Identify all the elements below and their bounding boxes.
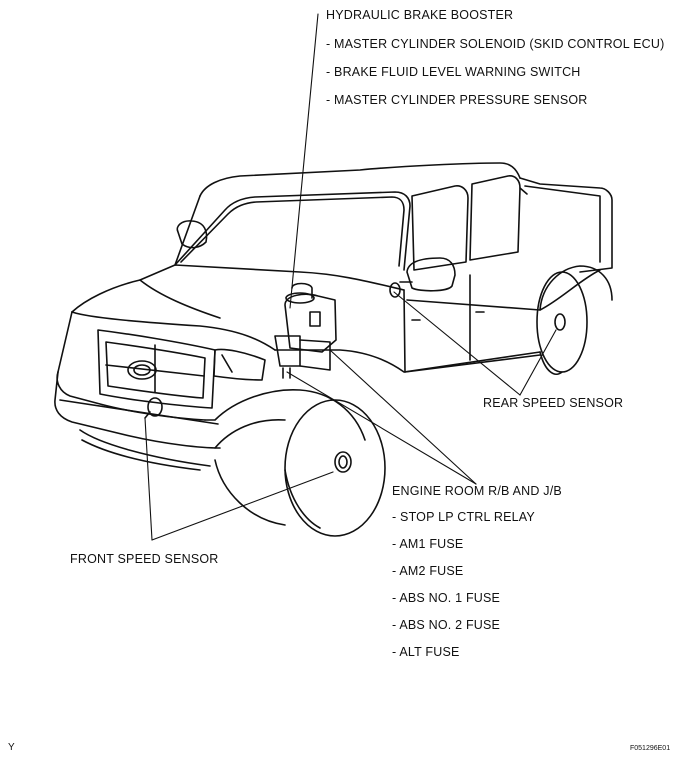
rear-speed-sensor-label: REAR SPEED SENSOR <box>483 396 624 410</box>
engine-room-item-am2: - AM2 FUSE <box>392 564 464 578</box>
engine-room-item-relay: - STOP LP CTRL RELAY <box>392 510 535 524</box>
front-speed-sensor-label: FRONT SPEED SENSOR <box>70 552 219 566</box>
booster-item-solenoid: - MASTER CYLINDER SOLENOID (SKID CONTROL… <box>326 37 665 51</box>
engine-room-item-am1: - AM1 FUSE <box>392 537 464 551</box>
corner-mark: Y <box>8 742 15 753</box>
figure-code: F051296E01 <box>630 745 671 752</box>
leader-lines <box>144 13 557 541</box>
brake-booster-assembly <box>274 282 337 379</box>
truck-illustration <box>54 162 613 537</box>
booster-item-pressure-sensor: - MASTER CYLINDER PRESSURE SENSOR <box>326 93 588 107</box>
engine-room-item-abs2: - ABS NO. 2 FUSE <box>392 618 501 632</box>
engine-room-item-alt: - ALT FUSE <box>392 645 460 659</box>
engine-room-title: ENGINE ROOM R/B AND J/B <box>392 484 562 498</box>
booster-item-level-switch: - BRAKE FLUID LEVEL WARNING SWITCH <box>326 65 581 79</box>
booster-title: HYDRAULIC BRAKE BOOSTER <box>326 8 514 22</box>
engine-room-item-abs1: - ABS NO. 1 FUSE <box>392 591 501 605</box>
